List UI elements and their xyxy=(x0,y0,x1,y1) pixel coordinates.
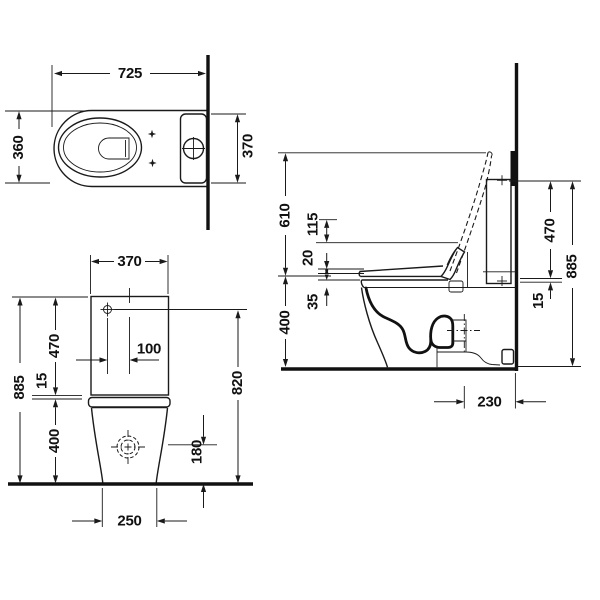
arrowhead xyxy=(282,359,289,367)
arrowhead xyxy=(515,399,524,405)
top-view: 725 360 370 xyxy=(5,55,257,230)
dim-label-front-bowl-height: 400 xyxy=(46,429,63,453)
dim-label-side-lid-height: 610 xyxy=(277,203,294,227)
arrowhead xyxy=(234,174,241,183)
arrowhead xyxy=(200,436,207,445)
arrowhead xyxy=(235,475,241,484)
dim-label-side-tank-height: 470 xyxy=(542,218,559,242)
arrowhead xyxy=(282,267,289,276)
trapway xyxy=(364,286,433,355)
dim-label-front-outlet-height: 180 xyxy=(189,440,206,464)
trapway-bottom xyxy=(429,338,455,349)
dim-label-front-total-height: 885 xyxy=(11,375,28,399)
open-lid-dashed xyxy=(455,155,493,274)
dim-label-front-base-width: 250 xyxy=(117,513,141,530)
dim-dot xyxy=(325,270,329,274)
seat-front xyxy=(87,396,171,408)
dim-label-side-rim-band: 35 xyxy=(305,294,322,310)
open-lid-dashed xyxy=(449,152,489,272)
arrowhead xyxy=(198,70,206,77)
dim-label-front-tank-width: 370 xyxy=(117,253,141,270)
dim-label-front-supply-offset: 100 xyxy=(137,341,161,358)
seat-hinge-line xyxy=(446,248,457,266)
arrowhead xyxy=(94,518,103,524)
front-view: 370 100 470 xyxy=(8,253,253,530)
arrowhead xyxy=(99,357,108,363)
hinge-bracket xyxy=(448,280,464,293)
side-view: 610 400 115 20 35 xyxy=(277,63,581,410)
dim-label-side-bowl-height: 400 xyxy=(277,310,294,334)
rim-outer xyxy=(57,117,143,178)
dim-label-front-supply-height: 820 xyxy=(229,371,246,395)
pedestal-right xyxy=(155,407,169,484)
fixing-star-icon xyxy=(147,129,157,139)
rim-front xyxy=(360,279,365,289)
lid-tip xyxy=(487,151,493,157)
arrowhead xyxy=(324,274,329,280)
dim-label-side-seat-gap: 15 xyxy=(530,293,547,309)
arrowhead xyxy=(129,357,138,363)
arrowhead xyxy=(159,258,168,265)
arrowhead xyxy=(547,270,554,279)
pedestal-left xyxy=(90,407,104,484)
arrowhead xyxy=(16,174,22,183)
arrowhead xyxy=(200,484,207,492)
arrowhead xyxy=(569,358,576,367)
arrowhead xyxy=(282,276,289,285)
arrowhead xyxy=(324,234,330,243)
arrowhead xyxy=(52,399,59,408)
arrowhead xyxy=(324,287,330,296)
cover-plate xyxy=(510,151,517,186)
arrowhead xyxy=(324,219,330,228)
dim-label-side-seat-thickness: 20 xyxy=(300,250,317,266)
dim-label-top-tank-width: 370 xyxy=(240,134,257,158)
tank-outline xyxy=(179,113,208,184)
dim-label-top-width: 360 xyxy=(10,135,27,159)
arrowhead xyxy=(54,70,62,77)
dim-label-side-outlet-distance: 230 xyxy=(477,393,501,410)
arrowhead xyxy=(547,282,554,291)
arrowhead xyxy=(234,114,241,123)
seat-top xyxy=(359,265,444,273)
water-spot xyxy=(98,137,130,160)
arrowhead xyxy=(52,387,59,396)
arrowhead xyxy=(16,111,22,120)
bowl-outline xyxy=(53,109,207,188)
arrowhead xyxy=(456,399,465,405)
bowl-outer xyxy=(360,287,389,368)
dim-label-front-seat-gap: 15 xyxy=(34,373,51,389)
arrowhead xyxy=(17,475,23,484)
seat-hinge-cover xyxy=(439,246,466,281)
dim-label-side-total-height: 885 xyxy=(564,254,581,278)
arrowhead xyxy=(156,518,165,524)
trapway-weir xyxy=(429,314,455,345)
tank-side xyxy=(485,178,512,285)
dim-dot xyxy=(325,268,329,272)
dim-label-front-tank-height: 470 xyxy=(46,334,63,358)
rim-inner xyxy=(63,122,137,173)
arrowhead xyxy=(324,261,330,269)
fixing-star-icon xyxy=(148,158,157,168)
arrowhead xyxy=(91,258,99,265)
arrowhead xyxy=(52,475,59,484)
dim-label-side-lid-segment: 115 xyxy=(305,213,322,236)
foot-back-profile xyxy=(465,341,501,366)
dim-label-top-depth: 725 xyxy=(118,65,142,82)
outlet-opening xyxy=(501,348,515,365)
